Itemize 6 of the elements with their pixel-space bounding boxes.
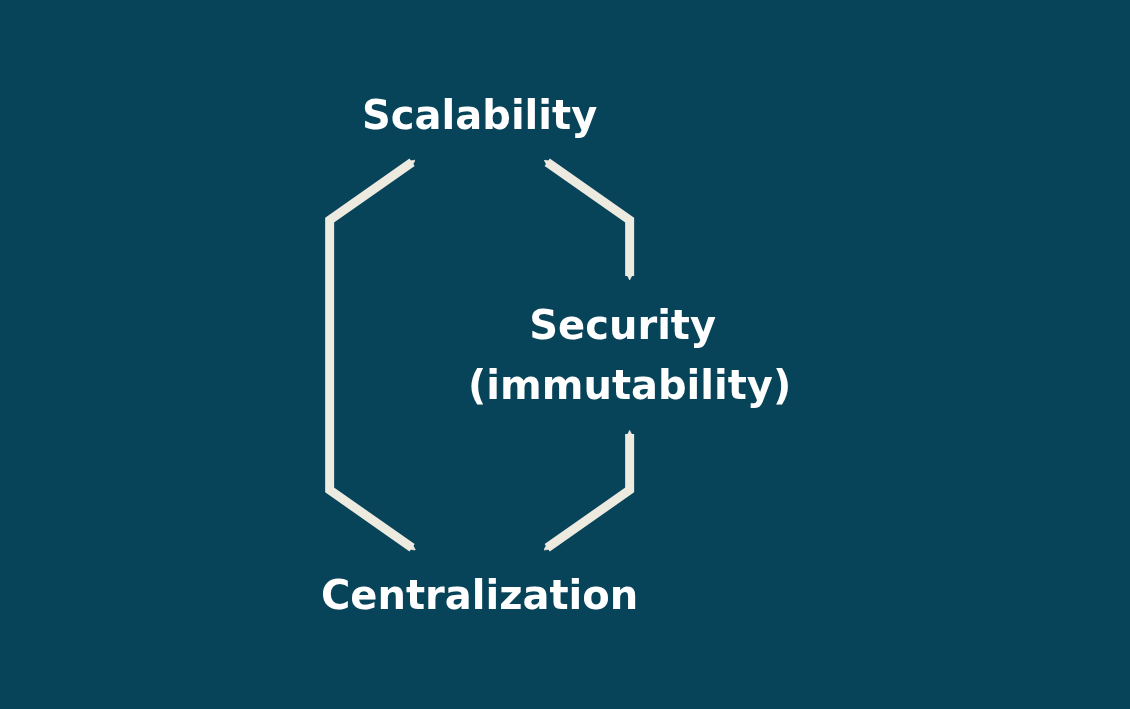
arrow	[543, 158, 634, 280]
node-text: Centralization	[320, 571, 638, 618]
node-text: Security (immutability)	[467, 301, 791, 408]
node-text: Scalability	[361, 91, 597, 138]
arrow	[543, 429, 634, 551]
arrow	[324, 158, 416, 551]
